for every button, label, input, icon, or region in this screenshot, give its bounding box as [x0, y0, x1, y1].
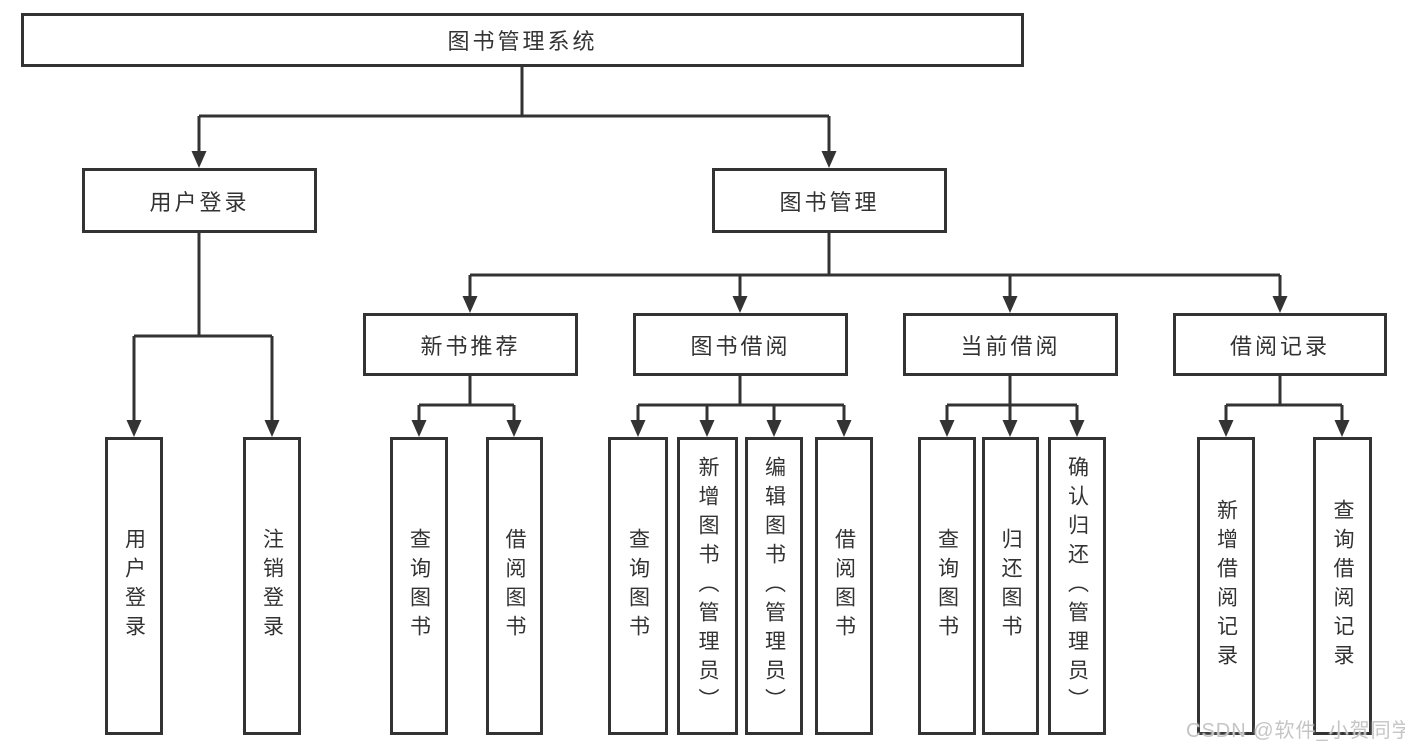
leaf-br-add-record-label: 新增借阅记录 — [1214, 499, 1238, 673]
leaf-nb-query-books-label: 查询图书 — [407, 528, 431, 644]
leaf-cb-query-books-label: 查询图书 — [935, 528, 959, 644]
leaf-nb-borrow-books-label: 借阅图书 — [503, 528, 526, 644]
connector-user-login-to-leaves — [132, 233, 274, 426]
node-user-login: 用户登录 — [82, 168, 317, 233]
arrow-down-icon — [506, 420, 522, 437]
leaf-logout-label: 注销登录 — [260, 528, 284, 644]
connector-root-to-level2 — [197, 67, 831, 154]
arrowheads — [126, 151, 1350, 437]
leaf-br-add-record: 新增借阅记录 — [1197, 437, 1255, 735]
arrow-down-icon — [411, 420, 427, 437]
node-book-borrowing: 图书借阅 — [633, 313, 848, 376]
leaf-bb-edit-books-label: 编辑图书（管理员） — [762, 455, 786, 717]
leaf-logout: 注销登录 — [243, 437, 301, 735]
leaf-cb-query-books: 查询图书 — [918, 437, 976, 735]
arrow-down-icon — [630, 420, 646, 437]
arrow-down-icon — [264, 420, 280, 437]
leaf-br-query-record: 查询借阅记录 — [1313, 437, 1372, 735]
arrow-down-icon — [766, 420, 782, 437]
arrow-down-icon — [1002, 296, 1018, 313]
arrow-down-icon — [1334, 420, 1350, 437]
node-book-borrowing-label: 图书借阅 — [690, 333, 791, 359]
node-borrowing-records-label: 借阅记录 — [1229, 333, 1330, 359]
arrow-down-icon — [1069, 420, 1085, 437]
arrow-down-icon — [1272, 296, 1288, 313]
arrow-down-icon — [1218, 420, 1234, 437]
leaf-user-login-label: 用户登录 — [122, 528, 146, 644]
node-borrowing-records: 借阅记录 — [1173, 313, 1387, 376]
connector-current-to-leaves — [945, 376, 1079, 426]
leaf-cb-return-books: 归还图书 — [982, 437, 1039, 735]
csdn-watermark: CSDN @软件_小贺同学 — [1186, 720, 1405, 742]
node-root: 图书管理系统 — [21, 13, 1024, 67]
node-current-borrowing-label: 当前借阅 — [960, 333, 1061, 359]
leaf-bb-add-books-label: 新增图书（管理员） — [696, 455, 719, 717]
leaf-cb-confirm-return-label: 确认归还（管理员） — [1065, 455, 1089, 717]
arrow-down-icon — [821, 151, 837, 168]
node-user-login-label: 用户登录 — [149, 189, 250, 215]
node-new-book-recommend: 新书推荐 — [363, 313, 578, 376]
leaf-br-query-record-label: 查询借阅记录 — [1331, 499, 1354, 673]
leaf-nb-query-books: 查询图书 — [390, 437, 448, 735]
arrow-down-icon — [126, 420, 142, 437]
leaf-nb-borrow-books: 借阅图书 — [486, 437, 543, 735]
node-current-borrowing: 当前借阅 — [903, 313, 1118, 376]
leaf-bb-query-books-label: 查询图书 — [626, 528, 650, 644]
leaf-bb-add-books: 新增图书（管理员） — [677, 437, 738, 735]
arrow-down-icon — [462, 296, 478, 313]
connector-borrowing-to-leaves — [636, 376, 846, 426]
leaf-cb-confirm-return: 确认归还（管理员） — [1048, 437, 1106, 735]
leaf-bb-query-books: 查询图书 — [608, 437, 668, 735]
arrow-down-icon — [836, 420, 852, 437]
connector-records-to-leaves — [1224, 376, 1344, 426]
node-new-book-recommend-label: 新书推荐 — [420, 333, 521, 359]
leaf-bb-borrow-books: 借阅图书 — [815, 437, 873, 735]
node-book-management-label: 图书管理 — [779, 189, 880, 215]
leaf-cb-return-books-label: 归还图书 — [999, 528, 1022, 644]
arrow-down-icon — [699, 420, 715, 437]
arrow-down-icon — [732, 296, 748, 313]
arrow-down-icon — [1002, 420, 1018, 437]
connector-book-management-to-level3 — [468, 233, 1282, 302]
node-root-label: 图书管理系统 — [447, 29, 598, 54]
arrow-down-icon — [939, 420, 955, 437]
leaf-user-login: 用户登录 — [105, 437, 163, 735]
leaf-bb-borrow-books-label: 借阅图书 — [832, 528, 856, 644]
leaf-bb-edit-books: 编辑图书（管理员） — [745, 437, 803, 735]
arrow-down-icon — [191, 151, 207, 168]
connector-new-book-to-leaves — [417, 376, 516, 426]
node-book-management: 图书管理 — [712, 168, 947, 233]
